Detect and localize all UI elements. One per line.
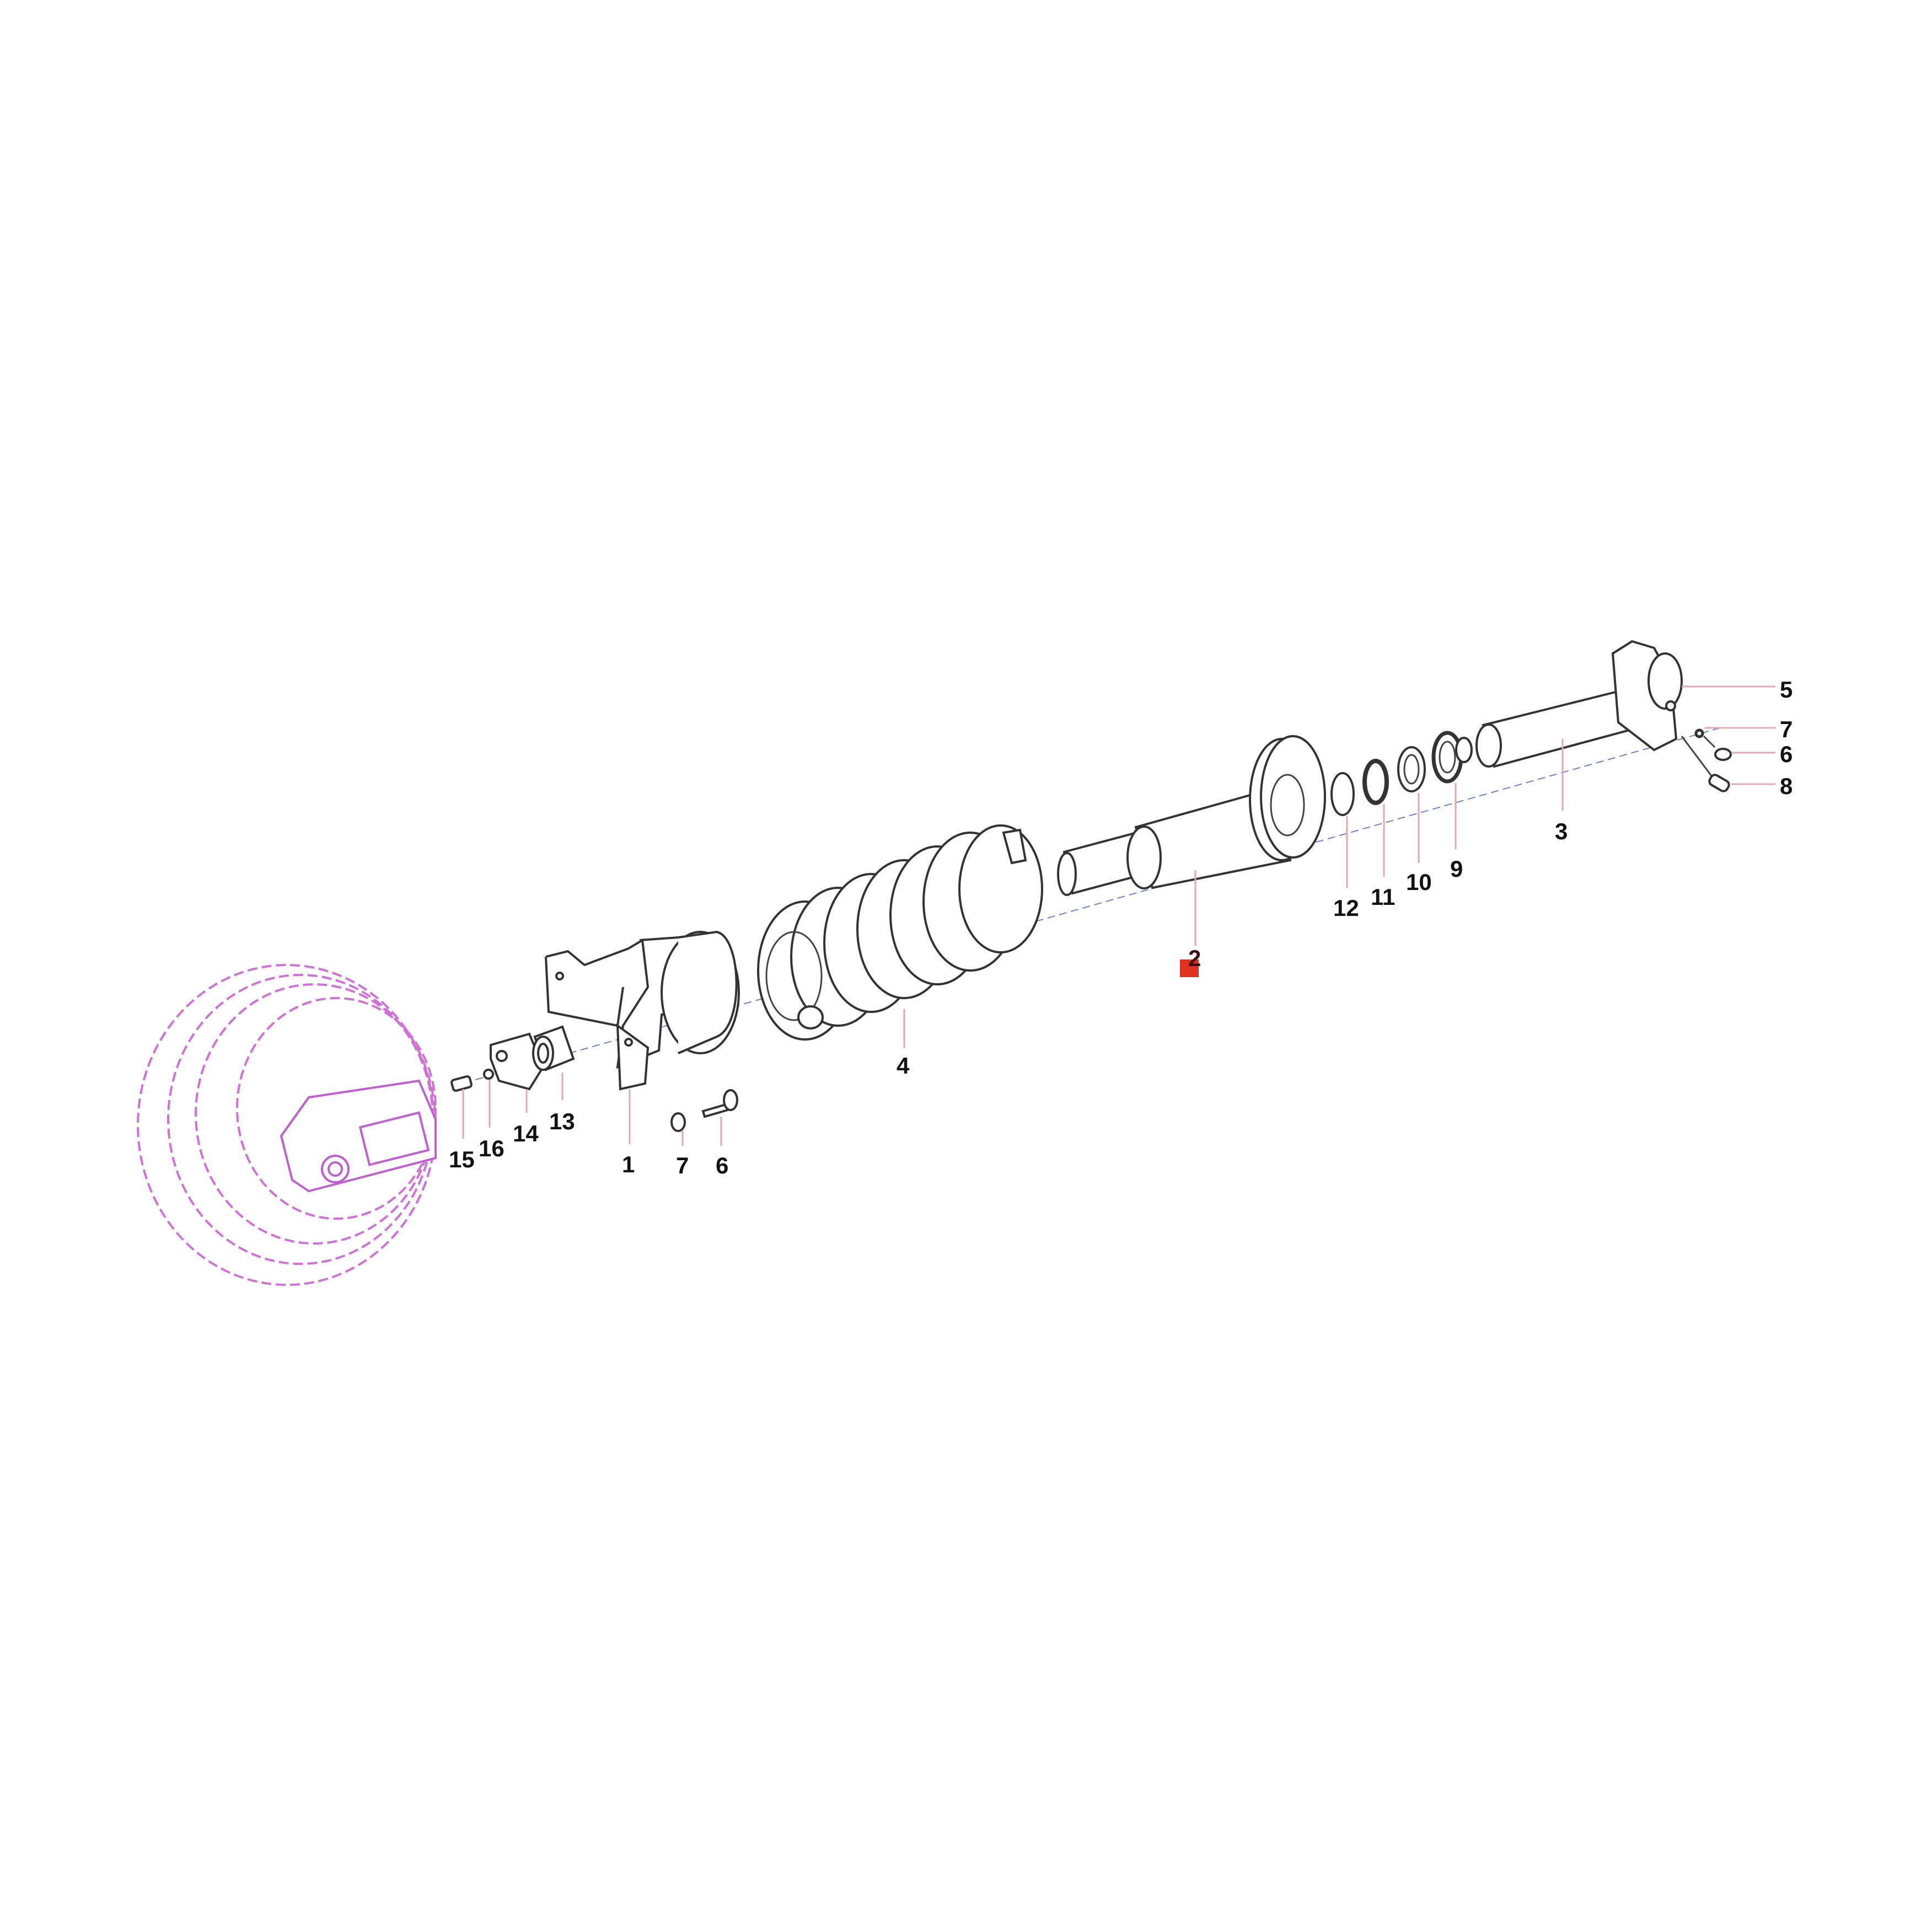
label-2: 2 bbox=[1188, 945, 1201, 971]
label-5: 5 bbox=[1780, 677, 1793, 703]
part-10-bushing-ring bbox=[1397, 746, 1426, 792]
part-3-cylinder bbox=[1455, 688, 1639, 768]
label-14: 14 bbox=[513, 1121, 539, 1146]
part-7-washer-left bbox=[670, 1112, 686, 1132]
leader-lines bbox=[462, 685, 1775, 1146]
label-7-left: 7 bbox=[676, 1152, 689, 1178]
label-16: 16 bbox=[479, 1135, 505, 1161]
label-12: 12 bbox=[1333, 895, 1359, 921]
label-4: 4 bbox=[897, 1053, 910, 1079]
part-7-washer-right bbox=[1694, 728, 1704, 738]
part-16-washer bbox=[483, 1069, 494, 1080]
part-1-yoke bbox=[545, 930, 740, 1091]
highlight-marker bbox=[1180, 959, 1199, 977]
part-15-bolt bbox=[450, 1075, 473, 1092]
part-14-bracket bbox=[490, 1032, 545, 1091]
label-15: 15 bbox=[449, 1146, 475, 1172]
part-8-grease-fitting bbox=[1681, 736, 1730, 792]
assembly-axis-line bbox=[452, 727, 1721, 1087]
part-6-bolt-right bbox=[1703, 735, 1732, 761]
part-13-bushing bbox=[532, 1025, 575, 1071]
label-9: 9 bbox=[1450, 856, 1463, 882]
label-10: 10 bbox=[1406, 869, 1432, 895]
part-2-rod bbox=[1057, 735, 1326, 896]
label-3: 3 bbox=[1555, 818, 1568, 844]
label-6-right: 6 bbox=[1780, 741, 1793, 767]
part-6-bolt-left bbox=[701, 1089, 738, 1118]
label-1: 1 bbox=[622, 1151, 635, 1177]
part-12-snap-ring bbox=[1330, 772, 1355, 816]
label-11: 11 bbox=[1371, 884, 1395, 910]
label-8: 8 bbox=[1780, 773, 1793, 799]
label-6-left: 6 bbox=[716, 1152, 728, 1178]
label-7-right: 7 bbox=[1780, 716, 1793, 742]
label-13: 13 bbox=[549, 1108, 575, 1134]
idler-wheel bbox=[137, 964, 437, 1286]
part-11-o-ring bbox=[1362, 759, 1389, 805]
part-4-recoil-spring bbox=[757, 824, 1043, 1041]
part-5-end-nut bbox=[1611, 640, 1683, 752]
